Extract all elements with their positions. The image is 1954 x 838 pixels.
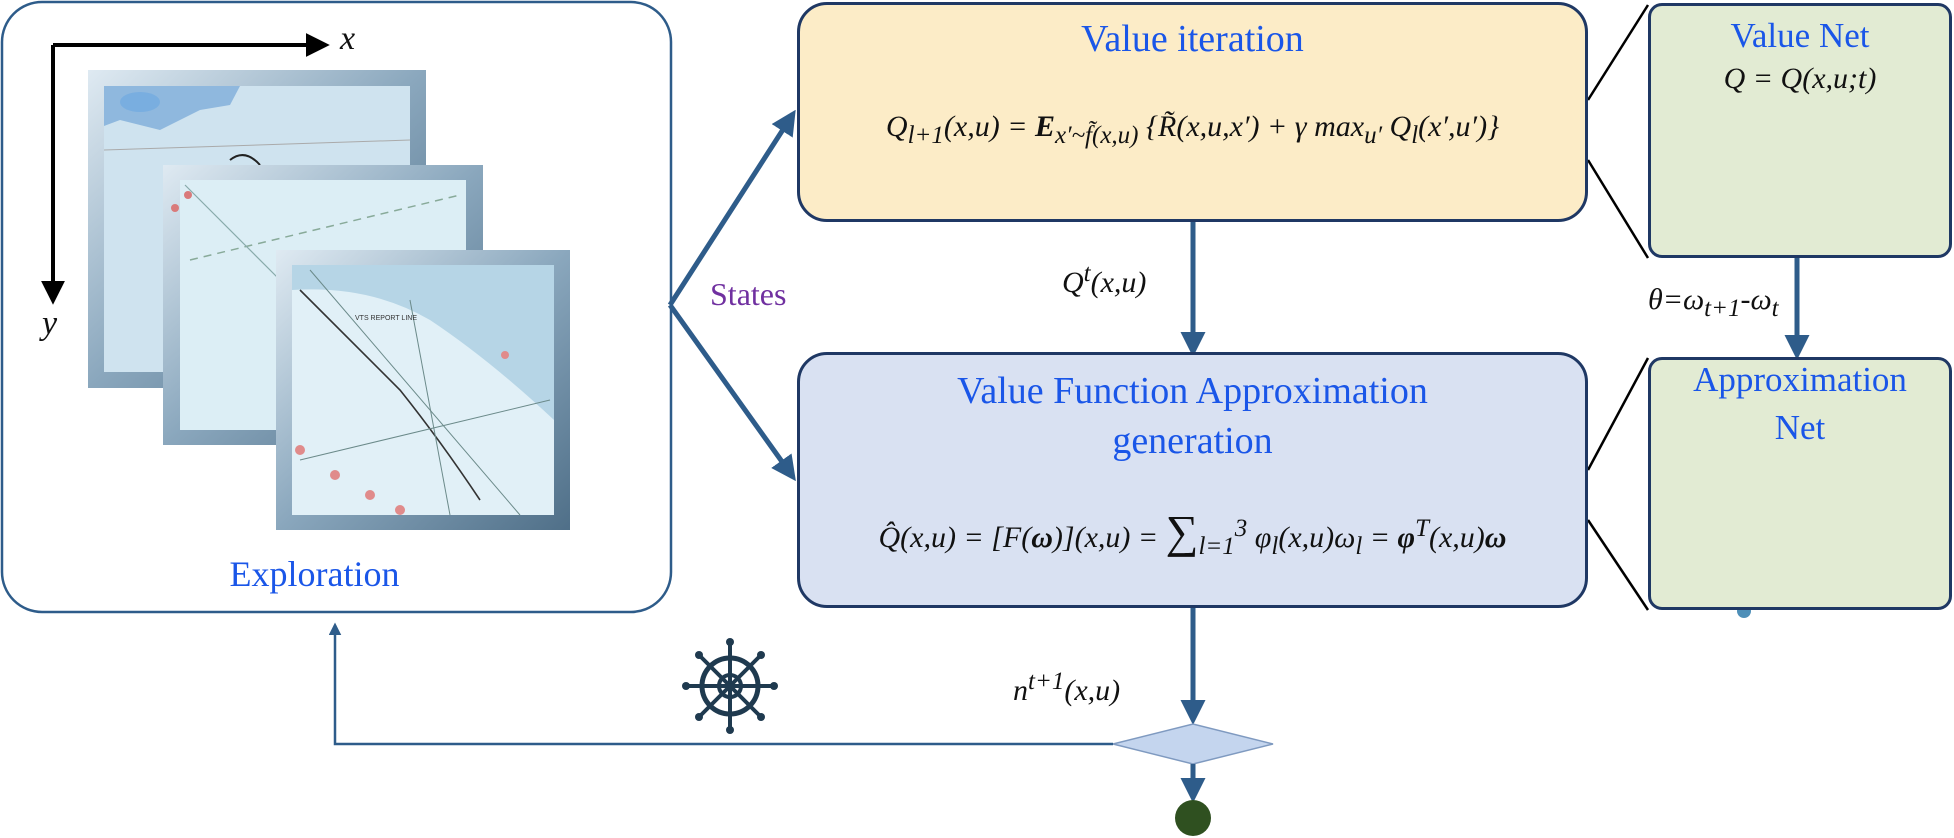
q-t-label: Qt(x,u) <box>1062 260 1147 299</box>
axis-x-label: x <box>340 20 356 57</box>
value-iteration-box: Value iteration Ql+1(x,u) = Ex′~f̃(x,u) … <box>797 2 1588 222</box>
states-label: States <box>710 276 787 312</box>
approximation-net-title-line1: Approximation <box>1693 360 1907 399</box>
vfa-formula: Q̂(x,u) = [F(ω)](x,u) = ∑l=13 φl(x,u)ωl … <box>878 506 1507 560</box>
approximation-net-box: Approximation Net <box>1648 357 1952 610</box>
exploration-label: Exploration <box>229 554 400 594</box>
decision-diamond <box>1112 723 1274 765</box>
n-label: nt+1(x,u) <box>1013 668 1121 707</box>
vfa-title-line1: Value Function Approximation <box>957 370 1428 412</box>
feedback-arrow <box>328 622 1113 746</box>
axis-y-label: y <box>42 305 58 342</box>
terminal-node <box>1175 800 1211 836</box>
net-connectors <box>1586 4 1650 611</box>
vfa-box: Value Function Approximation generation … <box>797 352 1588 608</box>
value-iteration-title: Value iteration <box>1081 18 1304 60</box>
value-net-title: Value Net <box>1730 16 1870 55</box>
map-text: VTS REPORT LINE <box>355 315 417 322</box>
value-iteration-formula: Ql+1(x,u) = Ex′~f̃(x,u) {R̃(x,u,x′) + γ … <box>885 110 1500 149</box>
approximation-net-title-line2: Net <box>1774 408 1826 447</box>
axes-icon <box>41 33 330 305</box>
value-net-formula: Q = Q(x,u;t) <box>1723 62 1877 95</box>
map-image-front: VTS REPORT LINE <box>276 250 570 530</box>
theta-label: θ=ωt+1-ωt <box>1648 283 1779 322</box>
states-arrows <box>667 109 796 482</box>
vfa-title-line2: generation <box>1112 420 1273 462</box>
value-net-box: Value Net Q = Q(x,u;t) <box>1648 3 1952 258</box>
ship-wheel-icon <box>682 638 778 734</box>
